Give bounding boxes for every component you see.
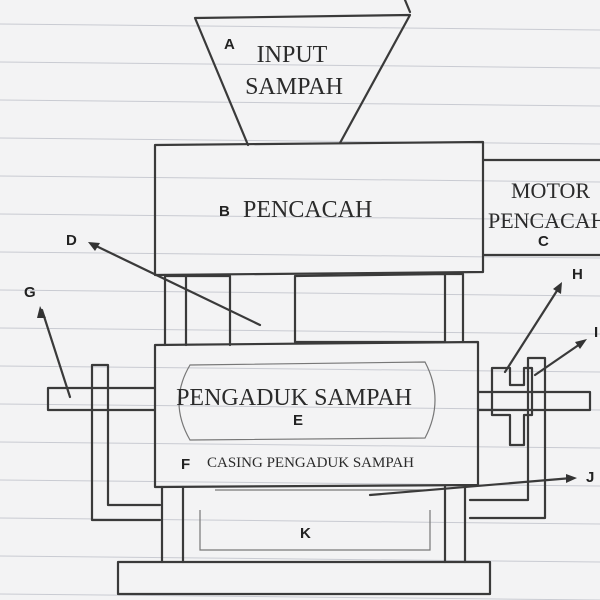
bearing-letter: I xyxy=(594,324,598,341)
pointer-d: D xyxy=(66,232,262,327)
base xyxy=(116,560,492,596)
mixer-letter: E xyxy=(293,412,303,429)
hopper-label-line2: SAMPAH xyxy=(245,74,343,100)
casing-label: CASING PENGADUK SAMPAH xyxy=(207,455,414,471)
shaft-letter: G xyxy=(24,284,36,301)
chopper-label: PENCACAH xyxy=(243,197,372,223)
casing-letter: F xyxy=(181,456,190,473)
pulley: H xyxy=(490,266,583,447)
hopper: A INPUT SAMPAH xyxy=(193,0,412,147)
mixer-label: PENGADUK SAMPAH xyxy=(176,385,412,411)
pointer-d-letter: D xyxy=(66,232,77,249)
pulley-letter: H xyxy=(572,266,583,283)
left-bearing: G xyxy=(24,284,162,522)
pointer-j: J xyxy=(368,469,594,497)
chute-frame xyxy=(163,272,465,347)
mixer-casing: PENGADUK SAMPAH E F CASING PENGADUK SAMP… xyxy=(153,340,480,489)
right-bearing: I xyxy=(468,324,598,520)
hopper-letter: A xyxy=(224,36,235,53)
shaft xyxy=(46,386,592,412)
chopper-box: B PENCACAH xyxy=(153,140,485,277)
hopper-label-line1: INPUT xyxy=(257,42,328,68)
motor-label-line1: MOTOR xyxy=(511,178,590,203)
lower-frame: K xyxy=(160,484,467,564)
motor-label-line2: PENCACAH xyxy=(488,208,600,233)
tray-letter: K xyxy=(300,525,311,542)
motor-letter: C xyxy=(538,233,549,250)
outlet-letter: J xyxy=(586,469,594,486)
chopper-letter: B xyxy=(219,203,230,220)
motor-box: MOTOR PENCACAH C xyxy=(482,158,600,257)
paper-lines xyxy=(0,23,600,600)
